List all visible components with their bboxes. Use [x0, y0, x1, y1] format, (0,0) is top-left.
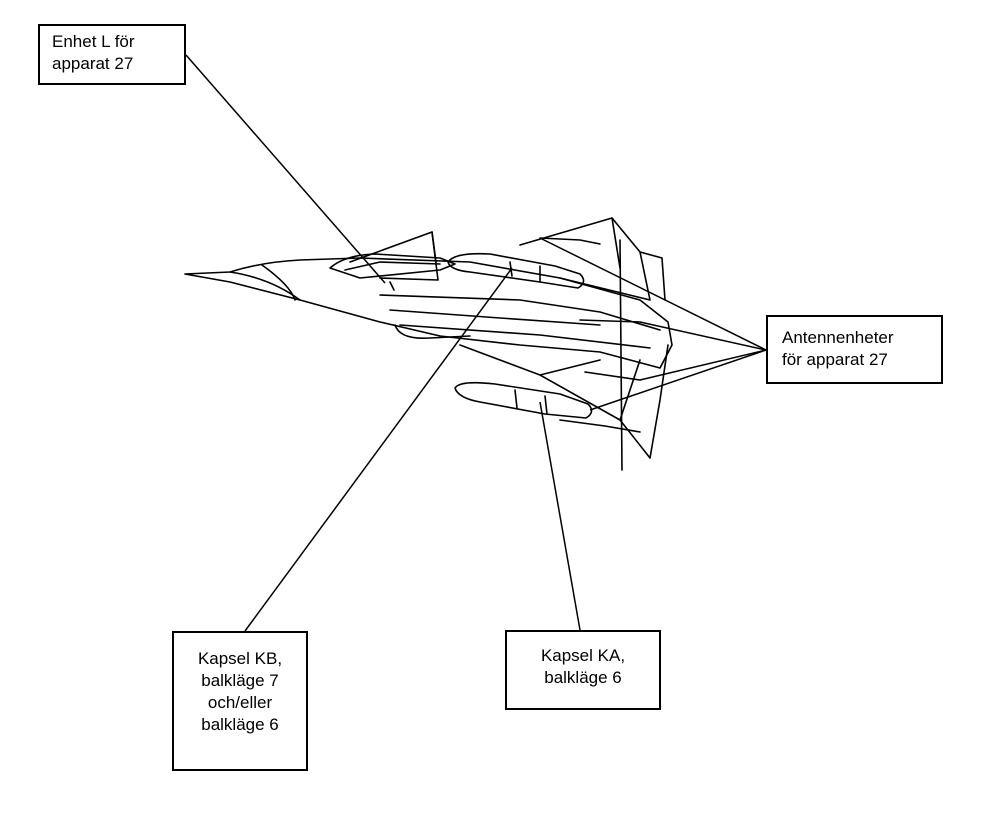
- callout-text-line: Enhet L för: [52, 32, 135, 51]
- callout-antennenheter: Antennenheter för apparat 27: [766, 315, 943, 384]
- leader-enhet-l: [185, 54, 386, 284]
- pod-ka: [454, 381, 593, 419]
- leader-ant-2: [639, 321, 767, 351]
- callout-text-line: för apparat 27: [782, 350, 888, 369]
- callout-text-line: balkläge 6: [544, 668, 622, 687]
- callout-text-line: apparat 27: [52, 54, 134, 73]
- callout-text-line: balkläge 7: [201, 671, 279, 690]
- leader-ant-3: [639, 349, 767, 381]
- pod-kb: [447, 252, 585, 289]
- callout-kapsel-ka: Kapsel KA, balkläge 6: [505, 630, 661, 710]
- callout-text-line: Kapsel KB,: [197, 649, 283, 668]
- aircraft-tail-fin: [349, 231, 439, 281]
- callout-kapsel-kb: Kapsel KB, balkläge 7 och/eller balkläge…: [172, 631, 308, 771]
- aircraft-canopy: [329, 253, 456, 279]
- leader-ka: [539, 401, 581, 631]
- leader-ant-4: [589, 349, 767, 411]
- callout-text-line: och/eller: [207, 693, 273, 712]
- callout-text-line: balkläge 6: [201, 715, 279, 734]
- leader-ant-1: [539, 237, 767, 351]
- leader-kb: [244, 267, 513, 632]
- aircraft-upper-wing: [519, 217, 651, 301]
- callout-enhet-l: Enhet L för apparat 27: [38, 24, 186, 85]
- callout-text-line: Kapsel KA,: [540, 646, 626, 665]
- aircraft-lower-wing: [459, 344, 669, 459]
- callout-text-line: Antennenheter: [782, 328, 894, 347]
